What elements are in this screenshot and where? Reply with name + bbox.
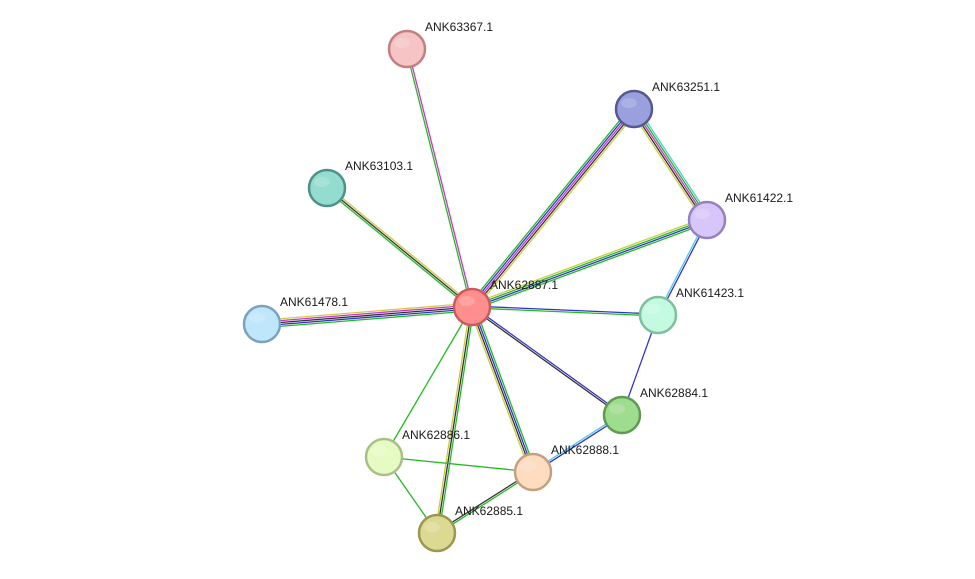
node-circle[interactable]: [513, 452, 553, 492]
node-ANK63251.1[interactable]: ANK63251.1: [614, 80, 720, 129]
edge-evidence-line: [436, 306, 473, 534]
edge-ANK62887.1-ANK62886.1[interactable]: [383, 306, 473, 458]
node-circle[interactable]: [307, 168, 347, 208]
edge-evidence-line: [383, 456, 534, 473]
edge-evidence-line: [471, 307, 658, 317]
node-ANK61478.1[interactable]: ANK61478.1: [242, 295, 348, 344]
edge-evidence-line: [471, 307, 622, 417]
node-label: ANK63367.1: [425, 20, 493, 34]
node-highlight: [621, 98, 637, 108]
node-ANK62887.1[interactable]: ANK62887.1: [452, 278, 558, 327]
edge-ANK62887.1-ANK62885.1[interactable]: [434, 306, 475, 534]
node-ANK62885.1[interactable]: ANK62885.1: [417, 504, 523, 553]
edge-evidence-line: [630, 110, 705, 223]
edge-ANK62887.1-ANK61423.1[interactable]: [471, 305, 659, 317]
node-highlight: [314, 177, 330, 187]
edge-ANK62886.1-ANK62888.1[interactable]: [383, 456, 534, 473]
edge-evidence-line: [438, 307, 475, 534]
node-label: ANK62887.1: [490, 278, 558, 292]
edge-evidence-line: [326, 187, 473, 308]
edge-evidence-line: [325, 188, 472, 309]
node-highlight: [645, 304, 661, 314]
node-circle[interactable]: [242, 304, 282, 344]
node-label: ANK61422.1: [725, 191, 793, 205]
edge-evidence-line: [434, 306, 471, 533]
edge-evidence-line: [383, 306, 473, 458]
edge-ANK62887.1-ANK63251.1[interactable]: [468, 106, 638, 310]
edge-ANK63251.1-ANK61422.1[interactable]: [630, 106, 711, 223]
edge-evidence-line: [474, 110, 638, 310]
node-circle[interactable]: [614, 89, 654, 129]
edge-ANK62887.1-ANK61478.1[interactable]: [261, 302, 473, 329]
edge-evidence-line: [472, 305, 623, 415]
node-ANK62884.1[interactable]: ANK62884.1: [602, 386, 708, 435]
node-circle[interactable]: [417, 513, 457, 553]
node-ANK61422.1[interactable]: ANK61422.1: [687, 191, 793, 240]
edge-ANK62887.1-ANK61422.1[interactable]: [470, 216, 709, 311]
edge-evidence-line: [471, 218, 707, 307]
edge-evidence-line: [474, 305, 537, 472]
edge-ANK62887.1-ANK63367.1[interactable]: [405, 48, 474, 308]
edge-evidence-line: [468, 307, 531, 474]
edge-evidence-line: [261, 304, 472, 323]
node-ANK63103.1[interactable]: ANK63103.1: [307, 159, 413, 208]
edge-evidence-line: [407, 48, 474, 307]
node-highlight: [424, 522, 440, 532]
node-label: ANK63251.1: [652, 80, 720, 94]
edge-evidence-line: [405, 49, 472, 308]
node-ANK63367.1[interactable]: ANK63367.1: [387, 20, 493, 69]
edge-evidence-line: [472, 306, 535, 472]
node-label: ANK62886.1: [402, 428, 470, 442]
edge-evidence-line: [636, 106, 711, 219]
edge-evidence-line: [261, 302, 472, 321]
edge-evidence-line: [635, 107, 710, 220]
edge-evidence-line: [327, 186, 474, 307]
node-highlight: [694, 209, 710, 219]
edge-evidence-line: [472, 109, 636, 309]
node-ANK62888.1[interactable]: ANK62888.1: [513, 443, 619, 492]
edge-evidence-line: [631, 109, 706, 222]
edge-evidence-line: [633, 108, 708, 221]
node-ANK61423.1[interactable]: ANK61423.1: [638, 286, 744, 335]
nodes-layer: ANK62887.1 ANK63367.1ANK63251.1ANK63103.1…: [242, 20, 793, 553]
node-circle[interactable]: [452, 287, 492, 327]
node-label: ANK62888.1: [551, 443, 619, 457]
edge-evidence-line: [472, 220, 708, 309]
edge-evidence-line: [262, 310, 473, 329]
node-highlight: [249, 313, 265, 323]
node-label: ANK61423.1: [676, 286, 744, 300]
node-highlight: [609, 404, 625, 414]
edge-evidence-line: [472, 222, 709, 311]
node-label: ANK62884.1: [640, 386, 708, 400]
edge-evidence-line: [262, 308, 473, 327]
node-circle[interactable]: [638, 295, 678, 335]
edge-ANK62887.1-ANK63103.1[interactable]: [325, 186, 474, 309]
node-label: ANK62885.1: [455, 504, 523, 518]
edge-evidence-line: [261, 306, 473, 325]
node-label: ANK63103.1: [345, 159, 413, 173]
edge-evidence-line: [470, 107, 634, 307]
edge-evidence-line: [470, 307, 533, 473]
edge-evidence-line: [472, 305, 659, 315]
edge-ANK62887.1-ANK62884.1[interactable]: [471, 305, 623, 417]
node-circle[interactable]: [602, 395, 642, 435]
node-circle[interactable]: [387, 29, 427, 69]
edge-evidence-line: [470, 216, 707, 305]
node-highlight: [459, 296, 475, 306]
edge-ANK62887.1-ANK62888.1[interactable]: [468, 305, 537, 474]
node-highlight: [371, 446, 387, 456]
edge-evidence-line: [471, 108, 635, 308]
node-label: ANK61478.1: [280, 295, 348, 309]
node-highlight: [520, 461, 536, 471]
node-circle[interactable]: [364, 437, 404, 477]
edge-evidence-line: [468, 106, 632, 306]
node-ANK62886.1[interactable]: ANK62886.1: [364, 428, 470, 477]
node-circle[interactable]: [687, 200, 727, 240]
node-highlight: [394, 38, 410, 48]
